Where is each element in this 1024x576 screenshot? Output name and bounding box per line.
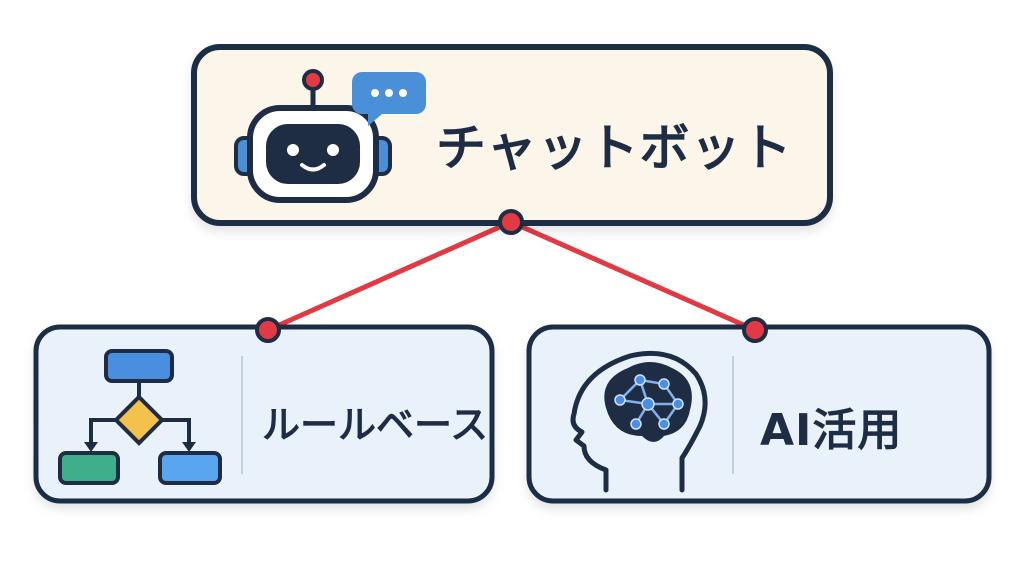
connector-left [265, 219, 514, 333]
connector-dots [255, 209, 768, 343]
root-node-label: チャットボット [436, 119, 793, 177]
connector-right [508, 219, 758, 333]
left-junction-dot [255, 317, 281, 343]
child-node-ai [526, 324, 992, 504]
chatbot-robot-icon [234, 69, 392, 203]
root-junction-dot [498, 209, 524, 235]
ai-brain-head-icon [570, 350, 708, 493]
ai-label: AI活用 [760, 405, 903, 456]
rule-based-label: ルールベース [262, 403, 489, 447]
right-junction-dot [742, 317, 768, 343]
flowchart-icon [58, 349, 222, 485]
speech-bubble-icon [352, 72, 426, 126]
connectors [265, 219, 758, 333]
